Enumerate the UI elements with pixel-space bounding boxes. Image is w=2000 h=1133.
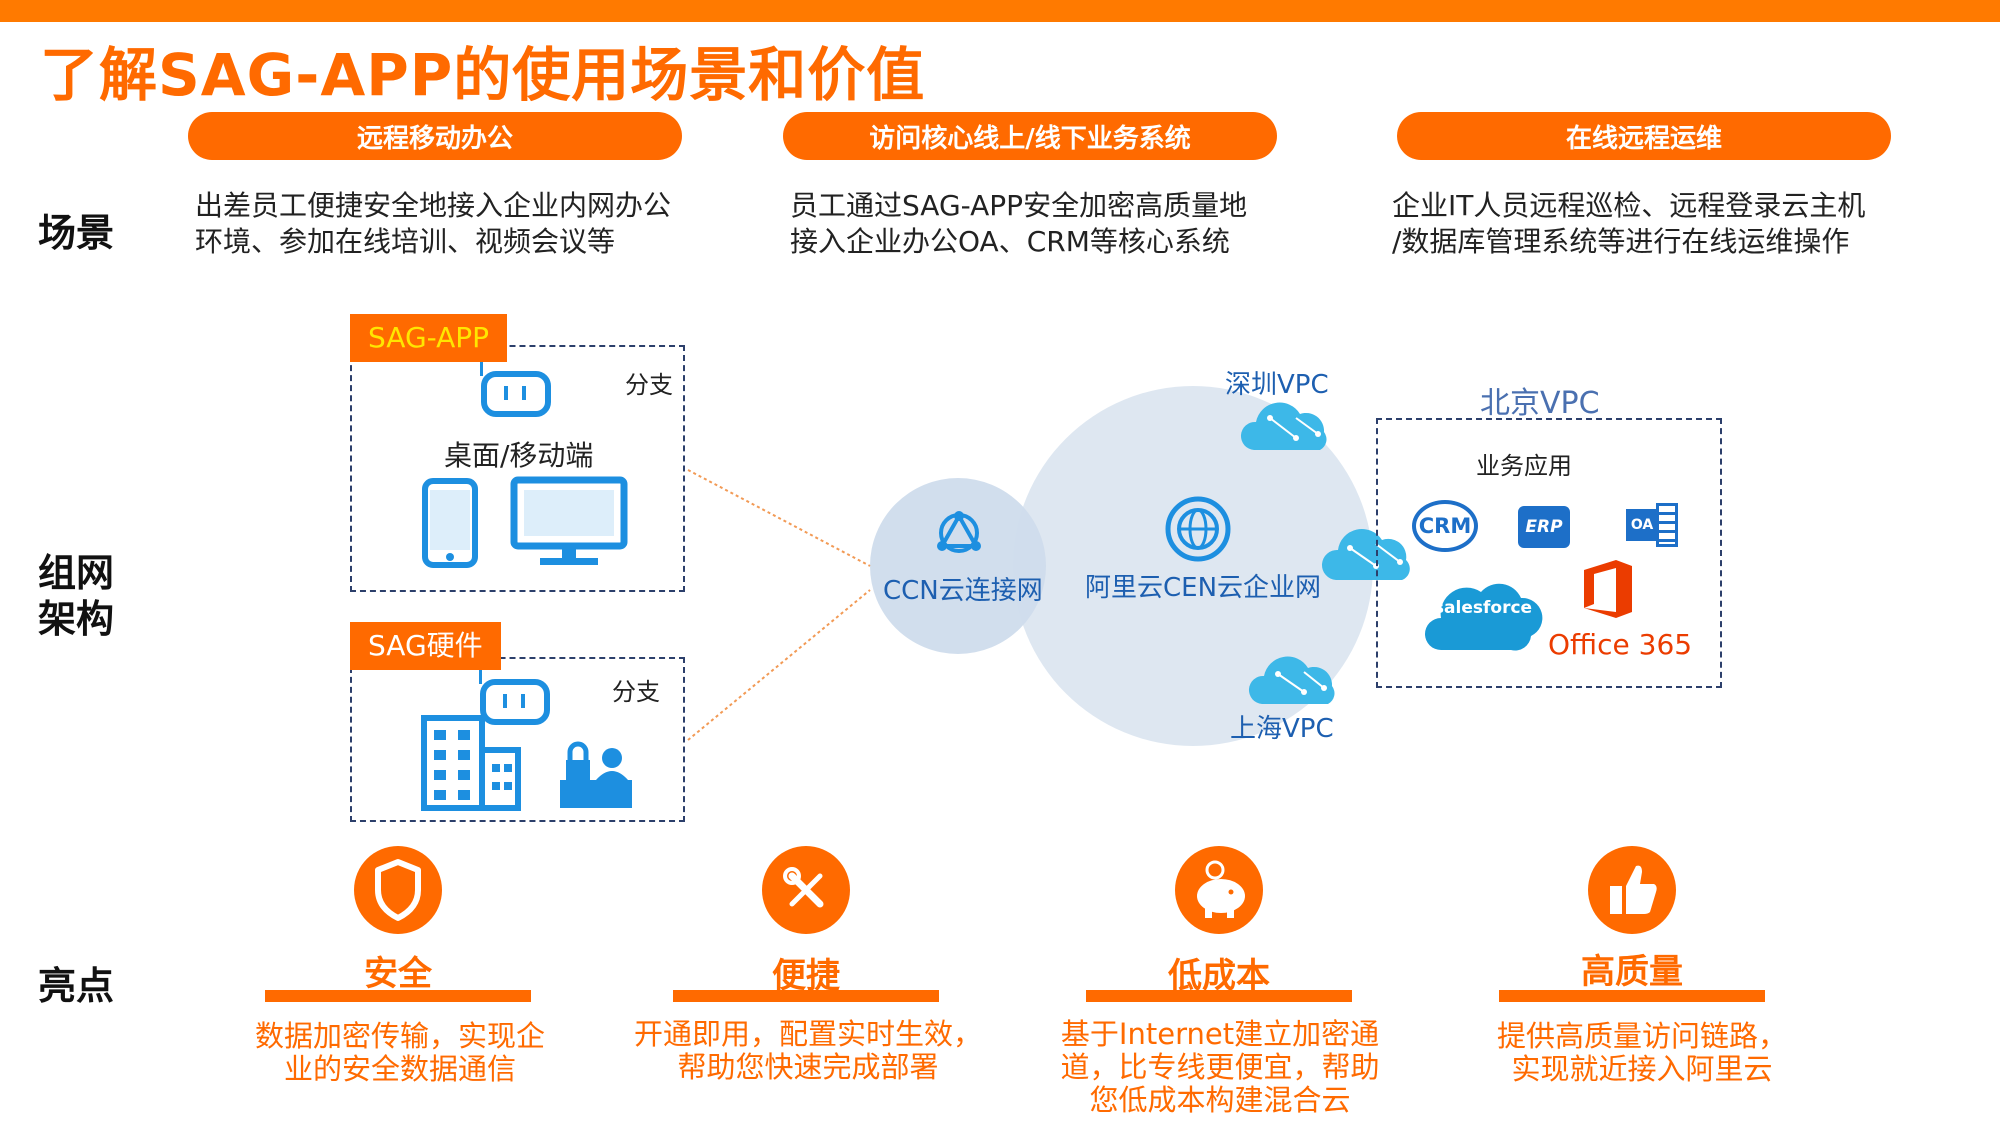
highlight-desc-low-cost: 基于Internet建立加密通 道，比专线更便宜，帮助 您低成本构建混合云 bbox=[1050, 1018, 1390, 1117]
connector-line-app bbox=[687, 469, 871, 567]
highlight-icon-convenience bbox=[762, 846, 850, 934]
erp-icon: ERP bbox=[1518, 506, 1570, 548]
tools-icon bbox=[783, 867, 824, 908]
cloud-icon-shanghai bbox=[1248, 656, 1335, 704]
device-label-desktop-mobile: 桌面/移动端 bbox=[444, 439, 594, 472]
highlight-bar-low-cost bbox=[1086, 990, 1352, 1002]
monitor-icon bbox=[510, 476, 628, 565]
globe-icon bbox=[1165, 496, 1231, 562]
tag-sag-hardware: SAG硬件 bbox=[350, 622, 501, 670]
scenario-text-2: 员工通过SAG-APP安全加密高质量地 接入企业办公OA、CRM等核心系统 bbox=[790, 188, 1247, 260]
highlight-bar-convenience bbox=[673, 990, 939, 1002]
highlight-bar-quality bbox=[1499, 990, 1765, 1002]
row-label-highlights: 亮点 bbox=[38, 964, 115, 1008]
scenario-pill-remote-office: 远程移动办公 bbox=[188, 112, 682, 160]
beijing-vpc-box bbox=[1376, 418, 1722, 688]
top-accent-bar bbox=[0, 0, 2000, 22]
cen-label: 阿里云CEN云企业网 bbox=[1085, 573, 1322, 603]
sag-device-icon-hardware bbox=[479, 670, 550, 725]
beijing-vpc-label: 北京VPC bbox=[1480, 386, 1600, 421]
branch-label-app: 分支 bbox=[625, 371, 673, 399]
shield-icon bbox=[375, 859, 421, 921]
oa-icon: OA bbox=[1626, 503, 1680, 547]
highlight-desc-quality-line1: 提供高质量访问链路， bbox=[1496, 1019, 1787, 1053]
office-logo-icon bbox=[1584, 560, 1632, 618]
scenario-text-2-line2: 接入企业办公OA、CRM等核心系统 bbox=[790, 225, 1230, 258]
cloud-icon-beijing bbox=[1321, 528, 1410, 580]
branch-box-hardware bbox=[350, 657, 685, 822]
salesforce-cloud-icon bbox=[1425, 583, 1543, 651]
scenario-text-3-line1: 企业IT人员远程巡检、远程登录云主机 bbox=[1392, 189, 1866, 222]
highlight-desc-low-cost-line2: 道，比专线更便宜，帮助 bbox=[1060, 1050, 1380, 1084]
ccn-circle bbox=[870, 478, 1046, 654]
highlight-desc-low-cost-line3: 您低成本构建混合云 bbox=[1089, 1083, 1351, 1117]
office365-label: Office 365 bbox=[1548, 628, 1693, 661]
highlight-bar-security bbox=[265, 990, 531, 1002]
highlight-icon-low-cost bbox=[1175, 846, 1263, 934]
highlight-desc-quality: 提供高质量访问链路， 实现就近接入阿里云 bbox=[1472, 1020, 1812, 1086]
scenario-text-3: 企业IT人员远程巡检、远程登录云主机 /数据库管理系统等进行在线运维操作 bbox=[1392, 188, 1865, 260]
highlight-title-quality: 高质量 bbox=[1581, 952, 1683, 992]
connector-line-hw bbox=[687, 589, 871, 741]
scenario-text-1-line2: 环境、参加在线培训、视频会议等 bbox=[195, 225, 616, 258]
cloud-icon-shenzhen bbox=[1240, 402, 1327, 450]
business-apps-label: 业务应用 bbox=[1476, 452, 1572, 480]
scenario-text-1: 出差员工便捷安全地接入企业内网办公 环境、参加在线培训、视频会议等 bbox=[195, 188, 671, 260]
scenario-pill-remote-ops: 在线远程运维 bbox=[1397, 112, 1891, 160]
highlight-icon-security bbox=[354, 846, 442, 934]
page-title: 了解SAG-APP的使用场景和价值 bbox=[40, 41, 926, 109]
highlight-title-convenience: 便捷 bbox=[772, 956, 840, 996]
shenzhen-vpc-label: 深圳VPC bbox=[1225, 370, 1329, 400]
scenario-text-1-line1: 出差员工便捷安全地接入企业内网办公 bbox=[195, 189, 672, 222]
oa-icon-label: OA bbox=[1626, 509, 1658, 541]
crm-icon: CRM bbox=[1412, 500, 1478, 552]
highlight-desc-convenience-line2: 帮助您快速完成部署 bbox=[677, 1050, 939, 1084]
ccn-icon bbox=[937, 511, 981, 553]
scenario-text-3-line2: /数据库管理系统等进行在线运维操作 bbox=[1392, 225, 1850, 258]
highlight-desc-security-line1: 数据加密传输，实现企 bbox=[254, 1019, 545, 1053]
piggy-bank-icon bbox=[1197, 860, 1245, 918]
salesforce-label: salesforce bbox=[1433, 598, 1533, 618]
tag-sag-app: SAG-APP bbox=[350, 314, 508, 362]
highlight-desc-security-line2: 业的安全数据通信 bbox=[283, 1052, 516, 1086]
sag-device-icon-app bbox=[480, 362, 551, 417]
oa-icon-doc bbox=[1656, 503, 1678, 547]
highlight-title-security: 安全 bbox=[364, 954, 432, 994]
row-label-scenario: 场景 bbox=[38, 211, 115, 255]
row-label-network-1: 组网 bbox=[38, 551, 115, 595]
branch-label-hardware: 分支 bbox=[612, 678, 660, 706]
branch-box-app bbox=[350, 345, 685, 592]
shanghai-vpc-label: 上海VPC bbox=[1230, 714, 1334, 744]
highlight-title-low-cost: 低成本 bbox=[1168, 956, 1270, 996]
cen-circle bbox=[1013, 386, 1373, 746]
highlight-desc-convenience-line1: 开通即用，配置实时生效， bbox=[633, 1017, 982, 1051]
ccn-label: CCN云连接网 bbox=[883, 576, 1043, 606]
secure-user-icon bbox=[560, 741, 632, 808]
highlight-desc-low-cost-line1: 基于Internet建立加密通 bbox=[1060, 1017, 1380, 1051]
phone-icon bbox=[422, 478, 478, 568]
highlight-icon-quality bbox=[1588, 846, 1676, 934]
building-icon bbox=[421, 715, 521, 811]
highlight-desc-security: 数据加密传输，实现企 业的安全数据通信 bbox=[235, 1020, 565, 1086]
highlight-desc-convenience: 开通即用，配置实时生效， 帮助您快速完成部署 bbox=[628, 1018, 988, 1084]
row-label-network-2: 架构 bbox=[38, 597, 115, 641]
highlight-desc-quality-line2: 实现就近接入阿里云 bbox=[1511, 1052, 1773, 1086]
thumbs-up-icon bbox=[1610, 865, 1657, 914]
scenario-text-2-line1: 员工通过SAG-APP安全加密高质量地 bbox=[790, 189, 1248, 222]
scenario-pill-core-systems: 访问核心线上/线下业务系统 bbox=[783, 112, 1277, 160]
